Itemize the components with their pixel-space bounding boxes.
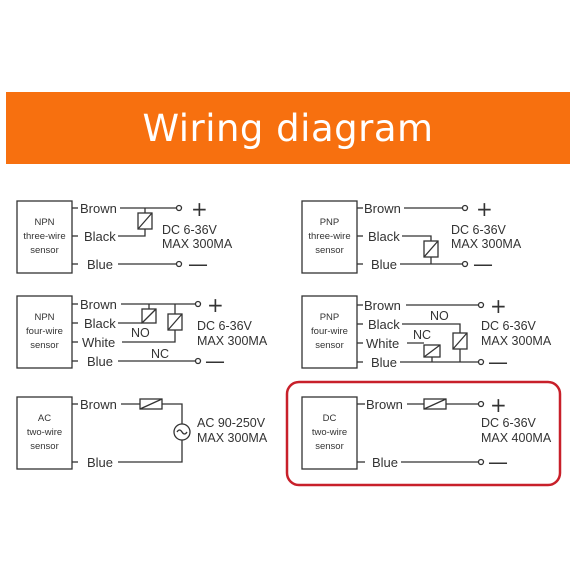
no-contact-label: NO [430,309,449,323]
terminal [194,300,202,308]
terminal [477,458,485,466]
sensor-label: sensor [30,245,59,256]
sensor-label: sensor [315,340,344,351]
nc-contact-label: NC [413,328,431,342]
current-spec: MAX 300MA [451,237,522,251]
sensor-box [301,396,358,470]
sensor-box [16,295,73,369]
wire-label-white: White [366,336,399,351]
relay-coil-no [141,308,157,324]
sensor-label: PNP [320,217,340,228]
plus-sign: + [490,393,507,417]
wire-label-brown: Brown [80,201,117,216]
sensor-box [16,200,73,274]
nc-contact-label: NC [151,347,169,361]
plus-sign: + [207,293,224,317]
plus-sign: + [191,197,208,221]
plus-sign: + [490,294,507,318]
wire-label-white: White [82,335,115,350]
sensor-label: sensor [315,441,344,452]
sensor-label: NPN [34,217,54,228]
sensor-label: sensor [30,441,59,452]
panel-npn-three-wire: NPN three-wire sensor Brown Black Blue +… [16,197,233,276]
wire-label-brown: Brown [80,297,117,312]
sensor-label: four-wire [26,326,63,337]
wire-label-blue: Blue [371,257,397,272]
minus-sign: — [488,450,508,474]
voltage-spec: DC 6-36V [162,223,218,237]
current-spec: MAX 400MA [481,431,552,445]
voltage-spec: DC 6-36V [197,319,253,333]
sensor-box [16,396,73,470]
wire-label-brown: Brown [366,397,403,412]
voltage-spec: AC 90-250V [197,416,266,430]
voltage-spec: DC 6-36V [451,223,507,237]
sensor-label: sensor [30,340,59,351]
terminal [477,358,485,366]
wire-label-black: Black [84,316,116,331]
sensor-label: PNP [320,312,340,323]
panel-pnp-four-wire: PNP four-wire sensor Brown Black White B… [301,294,552,374]
minus-sign: — [488,350,508,374]
wire-label-black: Black [368,317,400,332]
terminal [461,260,469,268]
sensor-label: DC [323,413,337,424]
wire-label-blue: Blue [371,355,397,370]
terminal [194,357,202,365]
no-contact-label: NO [131,326,150,340]
sensor-label: AC [38,413,51,424]
wire-label-blue: Blue [87,257,113,272]
plus-sign: + [476,197,493,221]
terminal [477,400,485,408]
highlight-frame [285,380,562,487]
sensor-label: two-wire [312,427,347,438]
voltage-spec: DC 6-36V [481,319,537,333]
wire-label-brown: Brown [364,201,401,216]
sensor-box [301,295,358,369]
current-spec: MAX 300MA [162,237,233,251]
voltage-spec: DC 6-36V [481,416,537,430]
current-spec: MAX 300MA [197,431,268,445]
terminal [461,204,469,212]
wire-label-blue: Blue [87,354,113,369]
wire-label-brown: Brown [80,397,117,412]
minus-sign: — [473,252,493,276]
sensor-box [301,200,358,274]
sensor-label: three-wire [23,231,65,242]
wire-label-brown: Brown [364,298,401,313]
sensor-label: NPN [34,312,54,323]
wire-label-black: Black [84,229,116,244]
sensor-label: four-wire [311,326,348,337]
panel-npn-four-wire: NPN four-wire sensor Brown Black White B… [16,293,268,373]
sensor-label: two-wire [27,427,62,438]
terminal [175,260,183,268]
panel-ac-two-wire: AC two-wire sensor Brown Blue AC 90-250V… [16,396,268,470]
wire-label-blue: Blue [372,455,398,470]
page-title: Wiring diagram [142,106,434,150]
current-spec: MAX 300MA [197,334,268,348]
wire-label-black: Black [368,229,400,244]
panel-pnp-three-wire: PNP three-wire sensor Brown Black Blue +… [301,197,522,276]
sensor-label: sensor [315,245,344,256]
minus-sign: — [188,252,208,276]
current-spec: MAX 300MA [481,334,552,348]
minus-sign: — [205,349,225,373]
panel-dc-two-wire: DC two-wire sensor Brown Blue + — DC 6-3… [301,393,552,474]
terminal [175,204,183,212]
wire-label-blue: Blue [87,455,113,470]
title-banner: Wiring diagram [6,92,570,164]
sensor-label: three-wire [308,231,350,242]
terminal [477,301,485,309]
